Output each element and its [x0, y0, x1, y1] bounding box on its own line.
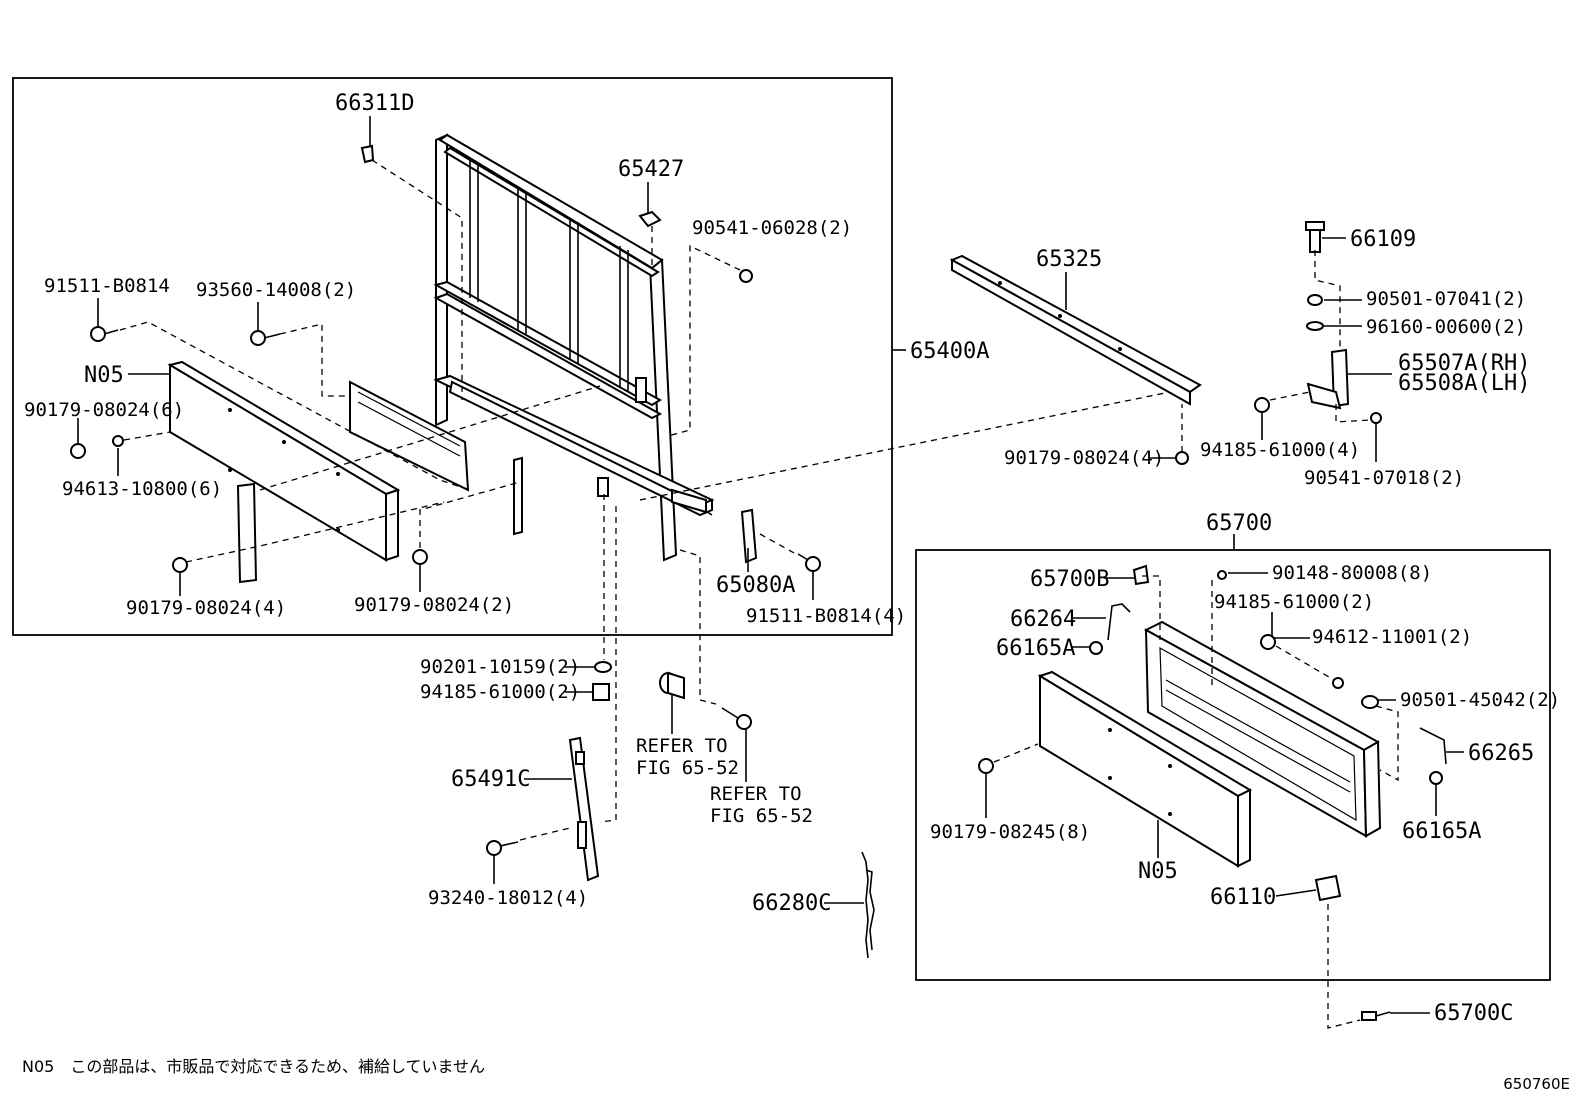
- label-90179-08024-4b: 90179-08024(4): [1004, 447, 1164, 469]
- label-65491C: 65491C: [451, 767, 530, 792]
- grommet-66165A-a: [1089, 641, 1103, 655]
- label-N05-right: N05: [1138, 859, 1178, 884]
- footnote-n05-note: N05 この部品は、市販品で対応できるため、補給していません: [22, 1057, 486, 1076]
- nut-90501-45042: [1361, 695, 1379, 709]
- leader-lines: [77, 116, 1464, 1014]
- label-refer-to-2a: REFER TO: [710, 783, 802, 805]
- rail-65325: [949, 254, 1202, 406]
- label-65700B: 65700B: [1030, 567, 1109, 592]
- spring-stud: [597, 477, 609, 497]
- label-90179-08024-4a: 90179-08024(4): [126, 597, 286, 619]
- clip-66311D: [360, 144, 375, 164]
- label-96160-00600: 96160-00600(2): [1366, 316, 1526, 338]
- label-66265: 66265: [1468, 741, 1534, 766]
- label-91511-B0814: 91511-B0814: [44, 275, 170, 297]
- panel-N05-right: [1037, 670, 1253, 868]
- bolt-90148-80008: [1217, 570, 1227, 580]
- label-90501-07041: 90501-07041(2): [1366, 288, 1526, 310]
- latch-rod-66264: [1107, 603, 1131, 641]
- label-90179-08024-6: 90179-08024(6): [24, 399, 184, 421]
- bracket-65491C: [568, 736, 600, 882]
- label-90501-45042: 90501-45042(2): [1400, 689, 1560, 711]
- tailgate-frame-65700: [1132, 564, 1382, 838]
- label-66280C: 66280C: [752, 891, 831, 916]
- panel-N05-left: [167, 360, 401, 562]
- label-90148-80008: 90148-80008(8): [1272, 562, 1432, 584]
- label-91511-B0814-4: 91511-B0814(4): [746, 605, 906, 627]
- label-90179-08245: 90179-08245(8): [930, 821, 1090, 843]
- label-66311D: 66311D: [335, 91, 414, 116]
- group-box-65400A: [12, 77, 893, 636]
- label-93240-18012: 93240-18012(4): [428, 887, 588, 909]
- nut-90179-08024-4b: [1175, 451, 1189, 465]
- bolt-90541-06028: [739, 269, 753, 283]
- nut-90179-08024-6: [70, 435, 124, 459]
- figure-code: 650760E: [1503, 1075, 1570, 1093]
- label-N05-left: N05: [84, 363, 124, 388]
- label-refer-to-1b: FIG 65-52: [636, 757, 739, 779]
- washer-94612-11001: [1332, 677, 1344, 689]
- label-65508A: 65508A(LH): [1398, 371, 1530, 396]
- pin-65700C: [1361, 1011, 1391, 1021]
- nut-94185-61000-2a: [592, 683, 610, 701]
- bolt-93240-18012: [486, 840, 519, 856]
- chain-66280C: [861, 851, 875, 959]
- nut-90179-08245: [978, 758, 994, 774]
- part-labels: 66311D 65427 90541-06028(2) 91511-B0814 …: [24, 91, 1560, 1026]
- hinge-bracket-65507A-65508A: [1254, 221, 1382, 424]
- strip-middle: [513, 456, 523, 536]
- label-90179-08024-2: 90179-08024(2): [354, 594, 514, 616]
- bracket-65080A: [740, 508, 758, 564]
- label-65507A: 65507A(RH): [1398, 351, 1530, 376]
- label-90541-06028: 90541-06028(2): [692, 217, 852, 239]
- label-94185-61000-4: 94185-61000(4): [1200, 439, 1360, 461]
- label-94185-61000-2a: 94185-61000(2): [420, 681, 580, 703]
- label-94613-10800: 94613-10800(6): [62, 478, 222, 500]
- hinge-66110: [1314, 874, 1342, 902]
- label-65427: 65427: [618, 157, 684, 182]
- label-66110: 66110: [1210, 885, 1276, 910]
- headboard-frame-65400A: [433, 133, 715, 562]
- bolt-91511-B0814: [90, 326, 119, 342]
- label-65700: 65700: [1206, 511, 1272, 536]
- strip-left: [236, 482, 258, 584]
- label-93560-14008: 93560-14008(2): [196, 279, 356, 301]
- label-66165A-a: 66165A: [996, 636, 1075, 661]
- label-65400A: 65400A: [910, 339, 989, 364]
- cap-65427: [638, 210, 662, 228]
- label-66109: 66109: [1350, 227, 1416, 252]
- label-refer-to-2b: FIG 65-52: [710, 805, 813, 827]
- nut-90179-08024-4a: [172, 557, 188, 573]
- bolt-91511-B0814-4: [797, 553, 821, 572]
- group-box-65700: [915, 549, 1551, 981]
- label-66264: 66264: [1010, 607, 1076, 632]
- label-refer-to-1a: REFER TO: [636, 735, 728, 757]
- rod-66265: [1419, 727, 1447, 765]
- grommet-66165A-b: [1429, 771, 1443, 785]
- washer-90201-10159: [594, 661, 612, 673]
- label-94185-61000-2b: 94185-61000(2): [1214, 591, 1374, 613]
- label-65325: 65325: [1036, 247, 1102, 272]
- label-94612-11001: 94612-11001(2): [1312, 626, 1472, 648]
- bushing-refer-fig-65-52: [659, 671, 685, 700]
- label-66165A-b: 66165A: [1402, 819, 1481, 844]
- nut-94185-61000-2b: [1260, 634, 1276, 650]
- label-65700C: 65700C: [1434, 1001, 1513, 1026]
- label-90201-10159: 90201-10159(2): [420, 656, 580, 678]
- label-90541-07018: 90541-07018(2): [1304, 467, 1464, 489]
- bolt-93560-14008: [250, 330, 281, 346]
- label-65080A: 65080A: [716, 573, 795, 598]
- bolt-refer-fig-65-52: [721, 707, 752, 730]
- assembly-dashed-lines: [119, 159, 1399, 1029]
- nut-90179-08024-2: [412, 549, 428, 565]
